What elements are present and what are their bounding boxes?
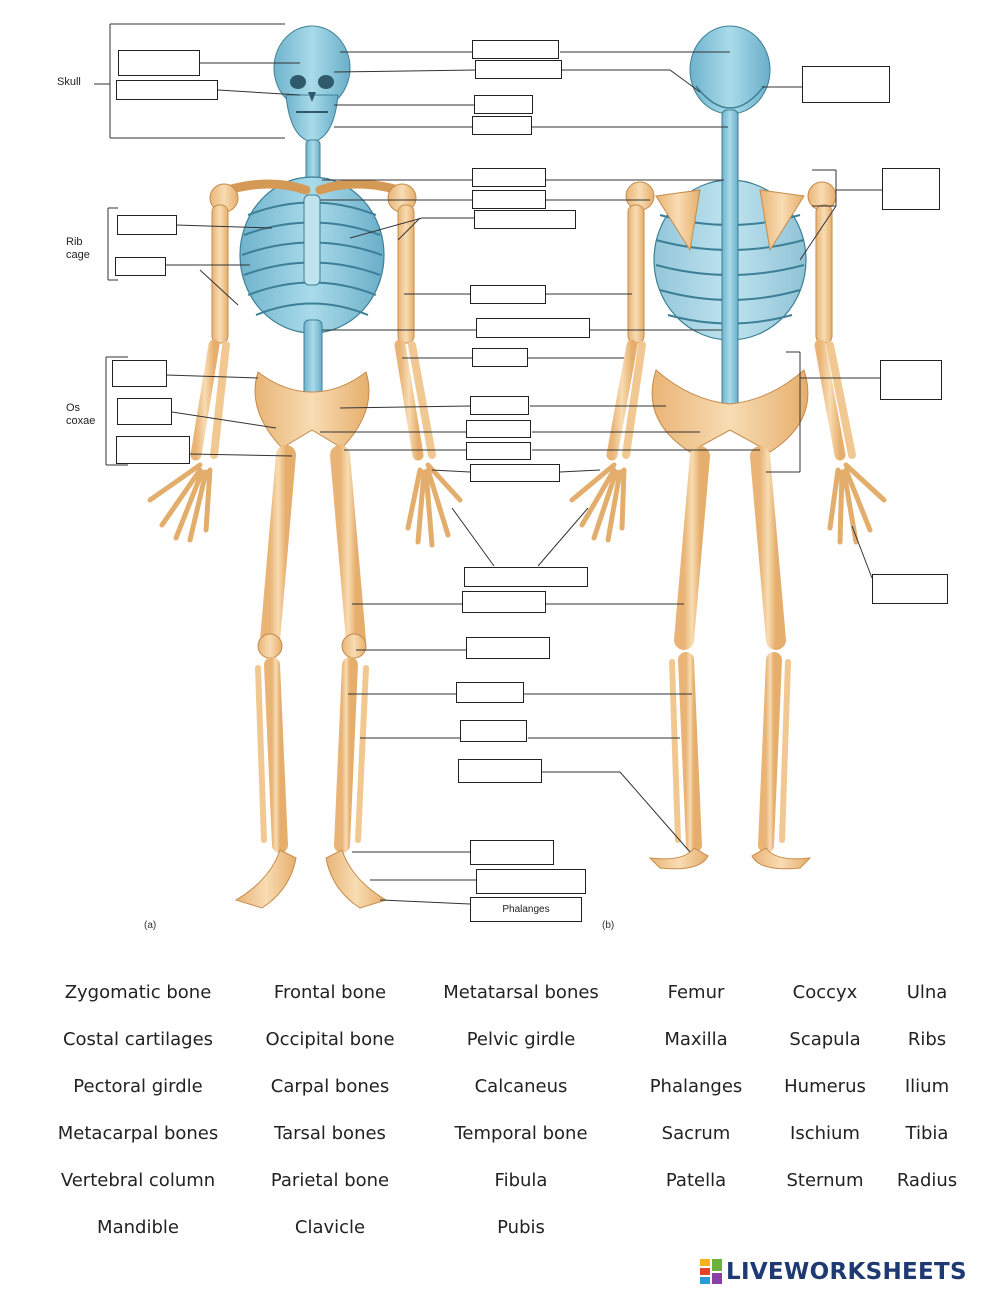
answer-blank-sternum-area[interactable] — [474, 210, 576, 229]
answer-blank-calcaneus-area[interactable] — [458, 759, 542, 783]
answer-blank-radius-area[interactable] — [472, 348, 528, 367]
word-bank-item[interactable]: Scapula — [789, 1029, 861, 1050]
answer-blank-humerus-area[interactable] — [470, 285, 546, 304]
word-bank-item[interactable]: Occipital bone — [265, 1029, 395, 1050]
word-bank-item[interactable]: Ulna — [906, 982, 948, 1003]
answer-blank-coccyx-area[interactable] — [466, 420, 531, 438]
answer-blank-fibula-area[interactable] — [460, 720, 527, 742]
answer-blank-metatarsal-area[interactable] — [476, 869, 586, 894]
word-bank-item[interactable]: Pectoral girdle — [73, 1076, 203, 1097]
word-bank-item[interactable]: Fibula — [494, 1170, 548, 1191]
skeleton-illustration — [94, 23, 887, 909]
answer-blank-tarsal-area[interactable] — [470, 840, 554, 865]
skeleton-figure: Skull Rib cage Os coxae (a) (b) Phalange… — [57, 23, 948, 931]
answer-blank-scapula-area[interactable] — [472, 190, 546, 209]
answer-blank-patella-area[interactable] — [466, 637, 550, 659]
word-bank-item[interactable]: Radius — [896, 1170, 958, 1191]
word-bank: Zygomatic bone Frontal bone Metatarsal bon… — [40, 982, 990, 1262]
word-bank-item[interactable]: Coccyx — [792, 982, 858, 1003]
answer-blank-pectoral-girdle-area[interactable] — [882, 168, 940, 210]
word-bank-item[interactable]: Vertebral column — [60, 1170, 216, 1191]
word-bank-item[interactable]: Patella — [665, 1170, 727, 1191]
word-bank-item[interactable]: Maxilla — [664, 1029, 728, 1050]
answer-blank-pubis-area[interactable] — [117, 398, 172, 425]
answer-blank-ilium-area[interactable] — [112, 360, 167, 387]
answer-blank-vertebral-column-area[interactable] — [476, 318, 590, 338]
answer-blank-metacarpal-area[interactable] — [464, 567, 588, 587]
word-bank-item[interactable]: Pelvic girdle — [466, 1029, 576, 1050]
liveworksheets-branding: LIVEWORKSHEETS — [700, 1257, 967, 1287]
word-bank-item[interactable]: Zygomatic bone — [64, 982, 212, 1003]
word-bank-item[interactable]: Parietal bone — [270, 1170, 390, 1191]
word-bank-item[interactable]: Tarsal bones — [274, 1123, 386, 1144]
answer-blank-zygomatic-area[interactable] — [118, 50, 200, 76]
answer-blank-ulna-area[interactable] — [466, 442, 531, 460]
answer-blank-hand-phalanges-area[interactable] — [872, 574, 948, 604]
answer-blank-clavicle-area[interactable] — [472, 168, 546, 187]
answer-blank-occipital-area[interactable] — [802, 66, 890, 103]
word-bank-item[interactable]: Calcaneus — [474, 1076, 568, 1097]
os-coxae-label: Os coxae — [66, 402, 96, 427]
word-bank-item[interactable]: Metacarpal bones — [57, 1123, 219, 1144]
liveworksheets-logo-icon — [700, 1259, 722, 1284]
word-bank-item[interactable]: Tibia — [905, 1123, 949, 1144]
word-bank-item[interactable]: Metatarsal bones — [443, 982, 599, 1003]
word-bank-item[interactable]: Carpal bones — [270, 1076, 390, 1097]
answer-blank-femur-area[interactable] — [462, 591, 546, 613]
answer-blank-ribcage-upper[interactable] — [117, 215, 177, 235]
leader-lines — [94, 23, 882, 905]
word-bank-item[interactable]: Costal cartilages — [62, 1029, 214, 1050]
word-bank-item[interactable]: Mandible — [97, 1217, 179, 1238]
word-bank-item[interactable]: Temporal bone — [454, 1123, 588, 1144]
answer-blank-ribcage-lower[interactable] — [115, 257, 166, 276]
word-bank-item[interactable]: Ribs — [907, 1029, 947, 1050]
anterior-caption: (a) — [144, 920, 157, 931]
rib-cage-label: Rib cage — [66, 236, 90, 261]
answer-blank-sacrum-area[interactable] — [470, 396, 529, 415]
posterior-caption: (b) — [602, 920, 615, 931]
word-bank-item[interactable]: Ilium — [904, 1076, 950, 1097]
answer-blank-maxilla-area[interactable] — [116, 80, 218, 100]
word-bank-item[interactable]: Phalanges — [649, 1076, 743, 1097]
brand-name: LIVEWORKSHEETS — [726, 1259, 967, 1285]
answer-blank-tibia-area[interactable] — [456, 682, 524, 703]
word-bank-item[interactable]: Frontal bone — [273, 982, 387, 1003]
answer-blank-temporal-area[interactable] — [474, 95, 533, 114]
answer-blank-pelvic-girdle-area[interactable] — [880, 360, 942, 400]
word-bank-item[interactable]: Sacrum — [661, 1123, 731, 1144]
answer-blank-frontal-area[interactable] — [472, 40, 559, 59]
answer-blank-carpal-area[interactable] — [470, 464, 560, 482]
prefilled-phalanges-label: Phalanges — [470, 897, 582, 922]
skull-label: Skull — [57, 76, 81, 88]
anterior-skeleton — [147, 25, 463, 909]
word-bank-item[interactable]: Humerus — [784, 1076, 866, 1097]
word-bank-item[interactable]: Sternum — [786, 1170, 864, 1191]
answer-blank-mandible-area[interactable] — [472, 116, 532, 135]
word-bank-item[interactable]: Ischium — [790, 1123, 860, 1144]
word-bank-item[interactable]: Clavicle — [294, 1217, 366, 1238]
posterior-skeleton — [569, 25, 887, 870]
answer-blank-ischium-area[interactable] — [116, 436, 190, 464]
word-bank-item[interactable]: Femur — [667, 982, 725, 1003]
answer-blank-parietal-area[interactable] — [475, 60, 562, 79]
word-bank-item[interactable]: Pubis — [497, 1217, 545, 1238]
